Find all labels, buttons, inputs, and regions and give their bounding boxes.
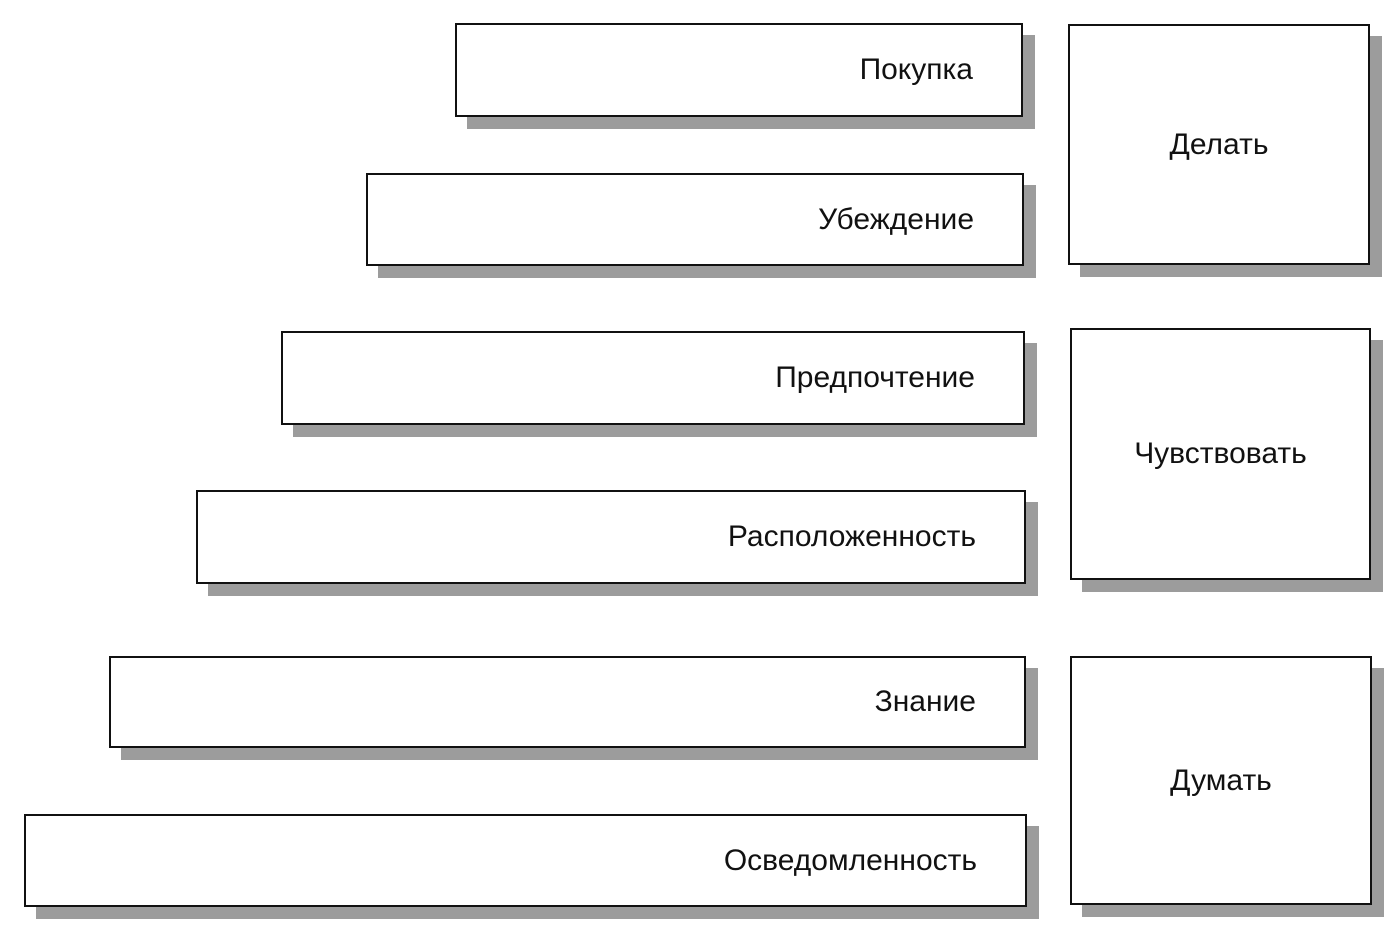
stage-label-preference: Предпочтение — [775, 361, 975, 394]
stage-label-liking: Расположенность — [727, 520, 976, 553]
stage-box-conviction: Убеждение — [366, 173, 1036, 278]
group-box-feel: Чувствовать — [1070, 328, 1383, 592]
stage-label-knowledge: Знание — [874, 685, 976, 718]
stage-label-conviction: Убеждение — [818, 202, 974, 236]
stage-label-purchase: Покупка — [859, 53, 973, 86]
stage-box-awareness: Осведомленность — [24, 814, 1039, 919]
stage-box-preference: Предпочтение — [281, 331, 1037, 437]
stage-box-liking: Расположенность — [196, 490, 1038, 596]
stage-box-knowledge: Знание — [109, 656, 1038, 760]
stage-label-awareness: Осведомленность — [723, 843, 977, 877]
group-label-think: Думать — [1170, 763, 1272, 797]
group-box-think: Думать — [1070, 656, 1384, 917]
group-box-do: Делать — [1068, 24, 1382, 277]
stage-box-purchase: Покупка — [455, 23, 1035, 129]
group-label-do: Делать — [1169, 127, 1269, 161]
group-label-feel: Чувствовать — [1134, 437, 1307, 470]
